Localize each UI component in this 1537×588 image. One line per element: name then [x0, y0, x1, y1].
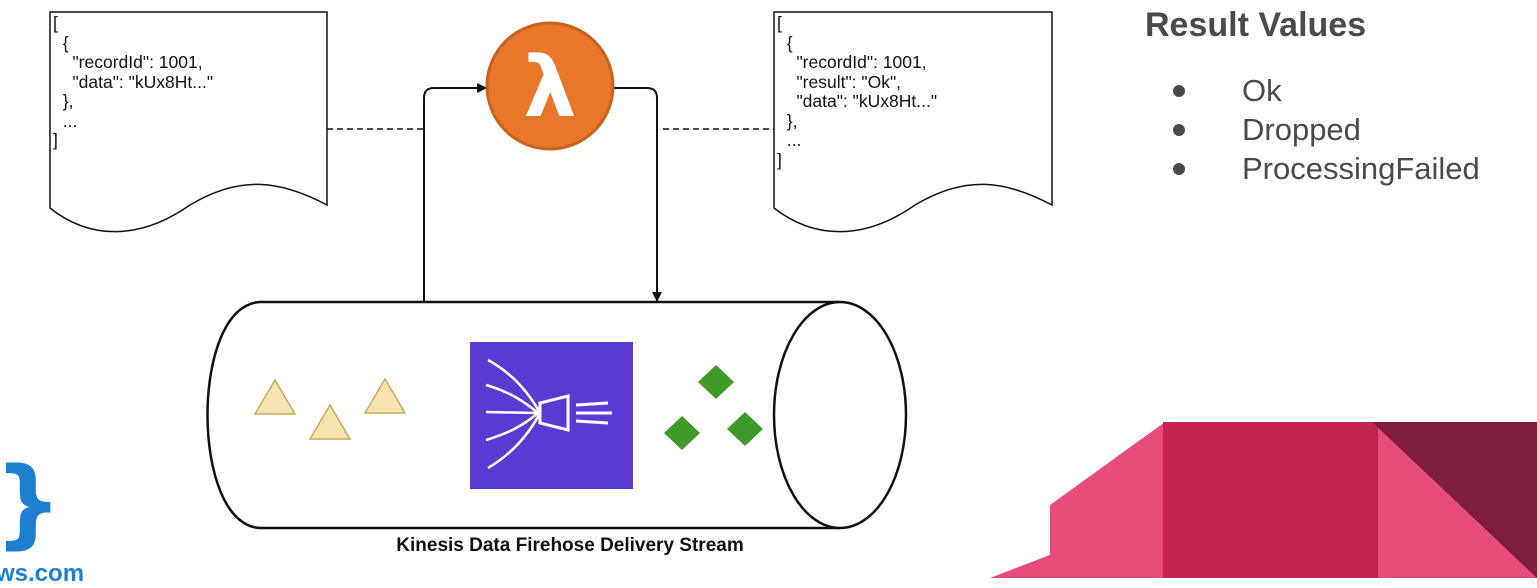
input-document-shape: [49, 11, 328, 233]
result-value-item: Ok: [1145, 71, 1480, 110]
result-values-list: Ok Dropped ProcessingFailed: [1145, 71, 1480, 188]
outgoing-record-diamond: [664, 416, 700, 450]
result-value-text: Dropped: [1242, 112, 1361, 147]
kinesis-firehose-icon: [470, 342, 633, 489]
result-values-title: Result Values: [1145, 6, 1367, 44]
result-value-text: ProcessingFailed: [1242, 151, 1480, 186]
result-value-item: ProcessingFailed: [1145, 149, 1480, 188]
incoming-records: [253, 377, 407, 440]
decor-crimson-shape: [1163, 422, 1378, 578]
footer-brand-text: ws.com: [0, 560, 85, 587]
lambda-icon: λ: [485, 21, 615, 151]
decor-corner: [990, 422, 1537, 578]
output-document-shape: [773, 11, 1053, 233]
bullet-icon: [1173, 124, 1185, 136]
result-value-text: Ok: [1242, 73, 1282, 108]
incoming-record-triangle: [363, 377, 407, 414]
incoming-record-triangle: [308, 403, 352, 440]
delivery-stream-cylinder: [206, 300, 908, 530]
incoming-record-triangle: [253, 378, 297, 415]
arrow-stream-to-lambda: [423, 83, 487, 302]
outgoing-records: [664, 365, 763, 450]
brace-logo-icon: }: [0, 447, 62, 559]
arrow-lambda-to-stream: [614, 87, 662, 302]
outgoing-record-diamond: [698, 365, 734, 399]
result-value-item: Dropped: [1145, 110, 1480, 149]
lambda-symbol: λ: [523, 38, 576, 136]
outgoing-record-diamond: [727, 412, 763, 446]
bullet-icon: [1173, 163, 1185, 175]
result-values-panel: Result Values Ok Dropped ProcessingFaile…: [1145, 6, 1480, 188]
stream-label: Kinesis Data Firehose Delivery Stream: [396, 535, 744, 556]
input-document-text: [ { "recordId": 1001, "data": "kUx8Ht...…: [53, 13, 214, 150]
decor-dark-shape: [1372, 422, 1537, 578]
bullet-icon: [1173, 85, 1185, 97]
output-document-text: [ { "recordId": 1001, "result": "Ok", "d…: [777, 13, 938, 170]
